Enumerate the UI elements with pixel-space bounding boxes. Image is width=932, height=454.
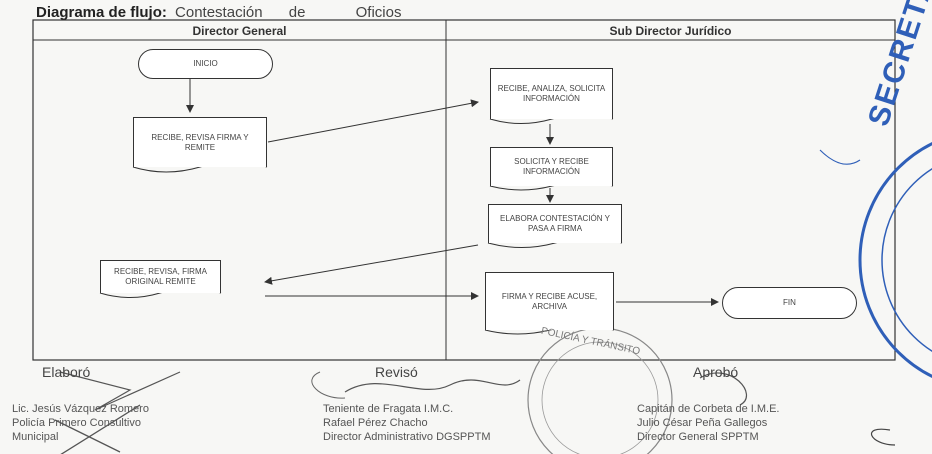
- step-firma-recibe-acuse-archiva: FIRMA Y RECIBE ACUSE, ARCHIVA: [485, 272, 614, 330]
- elaboro-heading: Elaboró: [42, 364, 91, 380]
- aprobo-rank: Capitán de Corbeta de I.M.E.: [637, 403, 780, 415]
- end-terminal: FIN: [722, 287, 857, 319]
- diagram-title: Diagrama de flujo: Contestación de Ofici…: [36, 4, 401, 21]
- start-terminal: INICIO: [138, 49, 273, 79]
- elaboro-area: Municipal: [12, 431, 59, 443]
- reviso-signature-block: Teniente de Fragata I.M.C. Rafael Pérez …: [323, 402, 490, 444]
- reviso-name: Rafael Pérez Chacho: [323, 417, 428, 429]
- step-solicita-recibe-informacion: SOLICITA Y RECIBE INFORMACIÓN: [490, 147, 613, 186]
- title-label: Diagrama de flujo:: [36, 4, 167, 21]
- elaboro-name: Lic. Jesús Vázquez Romero: [12, 403, 149, 415]
- title-part3: Oficios: [355, 4, 402, 21]
- reviso-position: Director Administrativo DGSPPTM: [323, 431, 491, 443]
- lane-header-director-general: Director General: [192, 24, 287, 38]
- step-recibe-revisa-firma-remite: RECIBE, REVISA FIRMA Y REMITE: [133, 117, 267, 167]
- title-part1: Contestación: [175, 4, 263, 21]
- step-recibe-analiza-solicita: RECIBE, ANALIZA, SOLICITA INFORMACIÓN: [490, 68, 613, 119]
- aprobo-signature-block: Capitán de Corbeta de I.M.E. Julio César…: [637, 402, 779, 444]
- reviso-rank: Teniente de Fragata I.M.C.: [323, 403, 454, 415]
- elaboro-position: Policía Primero Consultivo: [12, 417, 141, 429]
- aprobo-position: Director General SPPTM: [637, 431, 759, 443]
- reviso-heading: Revisó: [375, 364, 418, 380]
- title-part2: de: [288, 4, 306, 21]
- elaboro-signature-block: Lic. Jesús Vázquez Romero Policía Primer…: [12, 402, 149, 444]
- aprobo-name: Julio César Peña Gallegos: [637, 417, 768, 429]
- step-recibe-revisa-firma-original: RECIBE, REVISA, FIRMA ORIGINAL REMITE: [100, 260, 221, 293]
- step-elabora-contestacion: ELABORA CONTESTACIÓN Y PASA A FIRMA: [488, 204, 622, 243]
- lane-header-subdirector-juridico: Sub Director Jurídico: [609, 24, 732, 38]
- aprobo-heading: Aprobó: [693, 364, 739, 380]
